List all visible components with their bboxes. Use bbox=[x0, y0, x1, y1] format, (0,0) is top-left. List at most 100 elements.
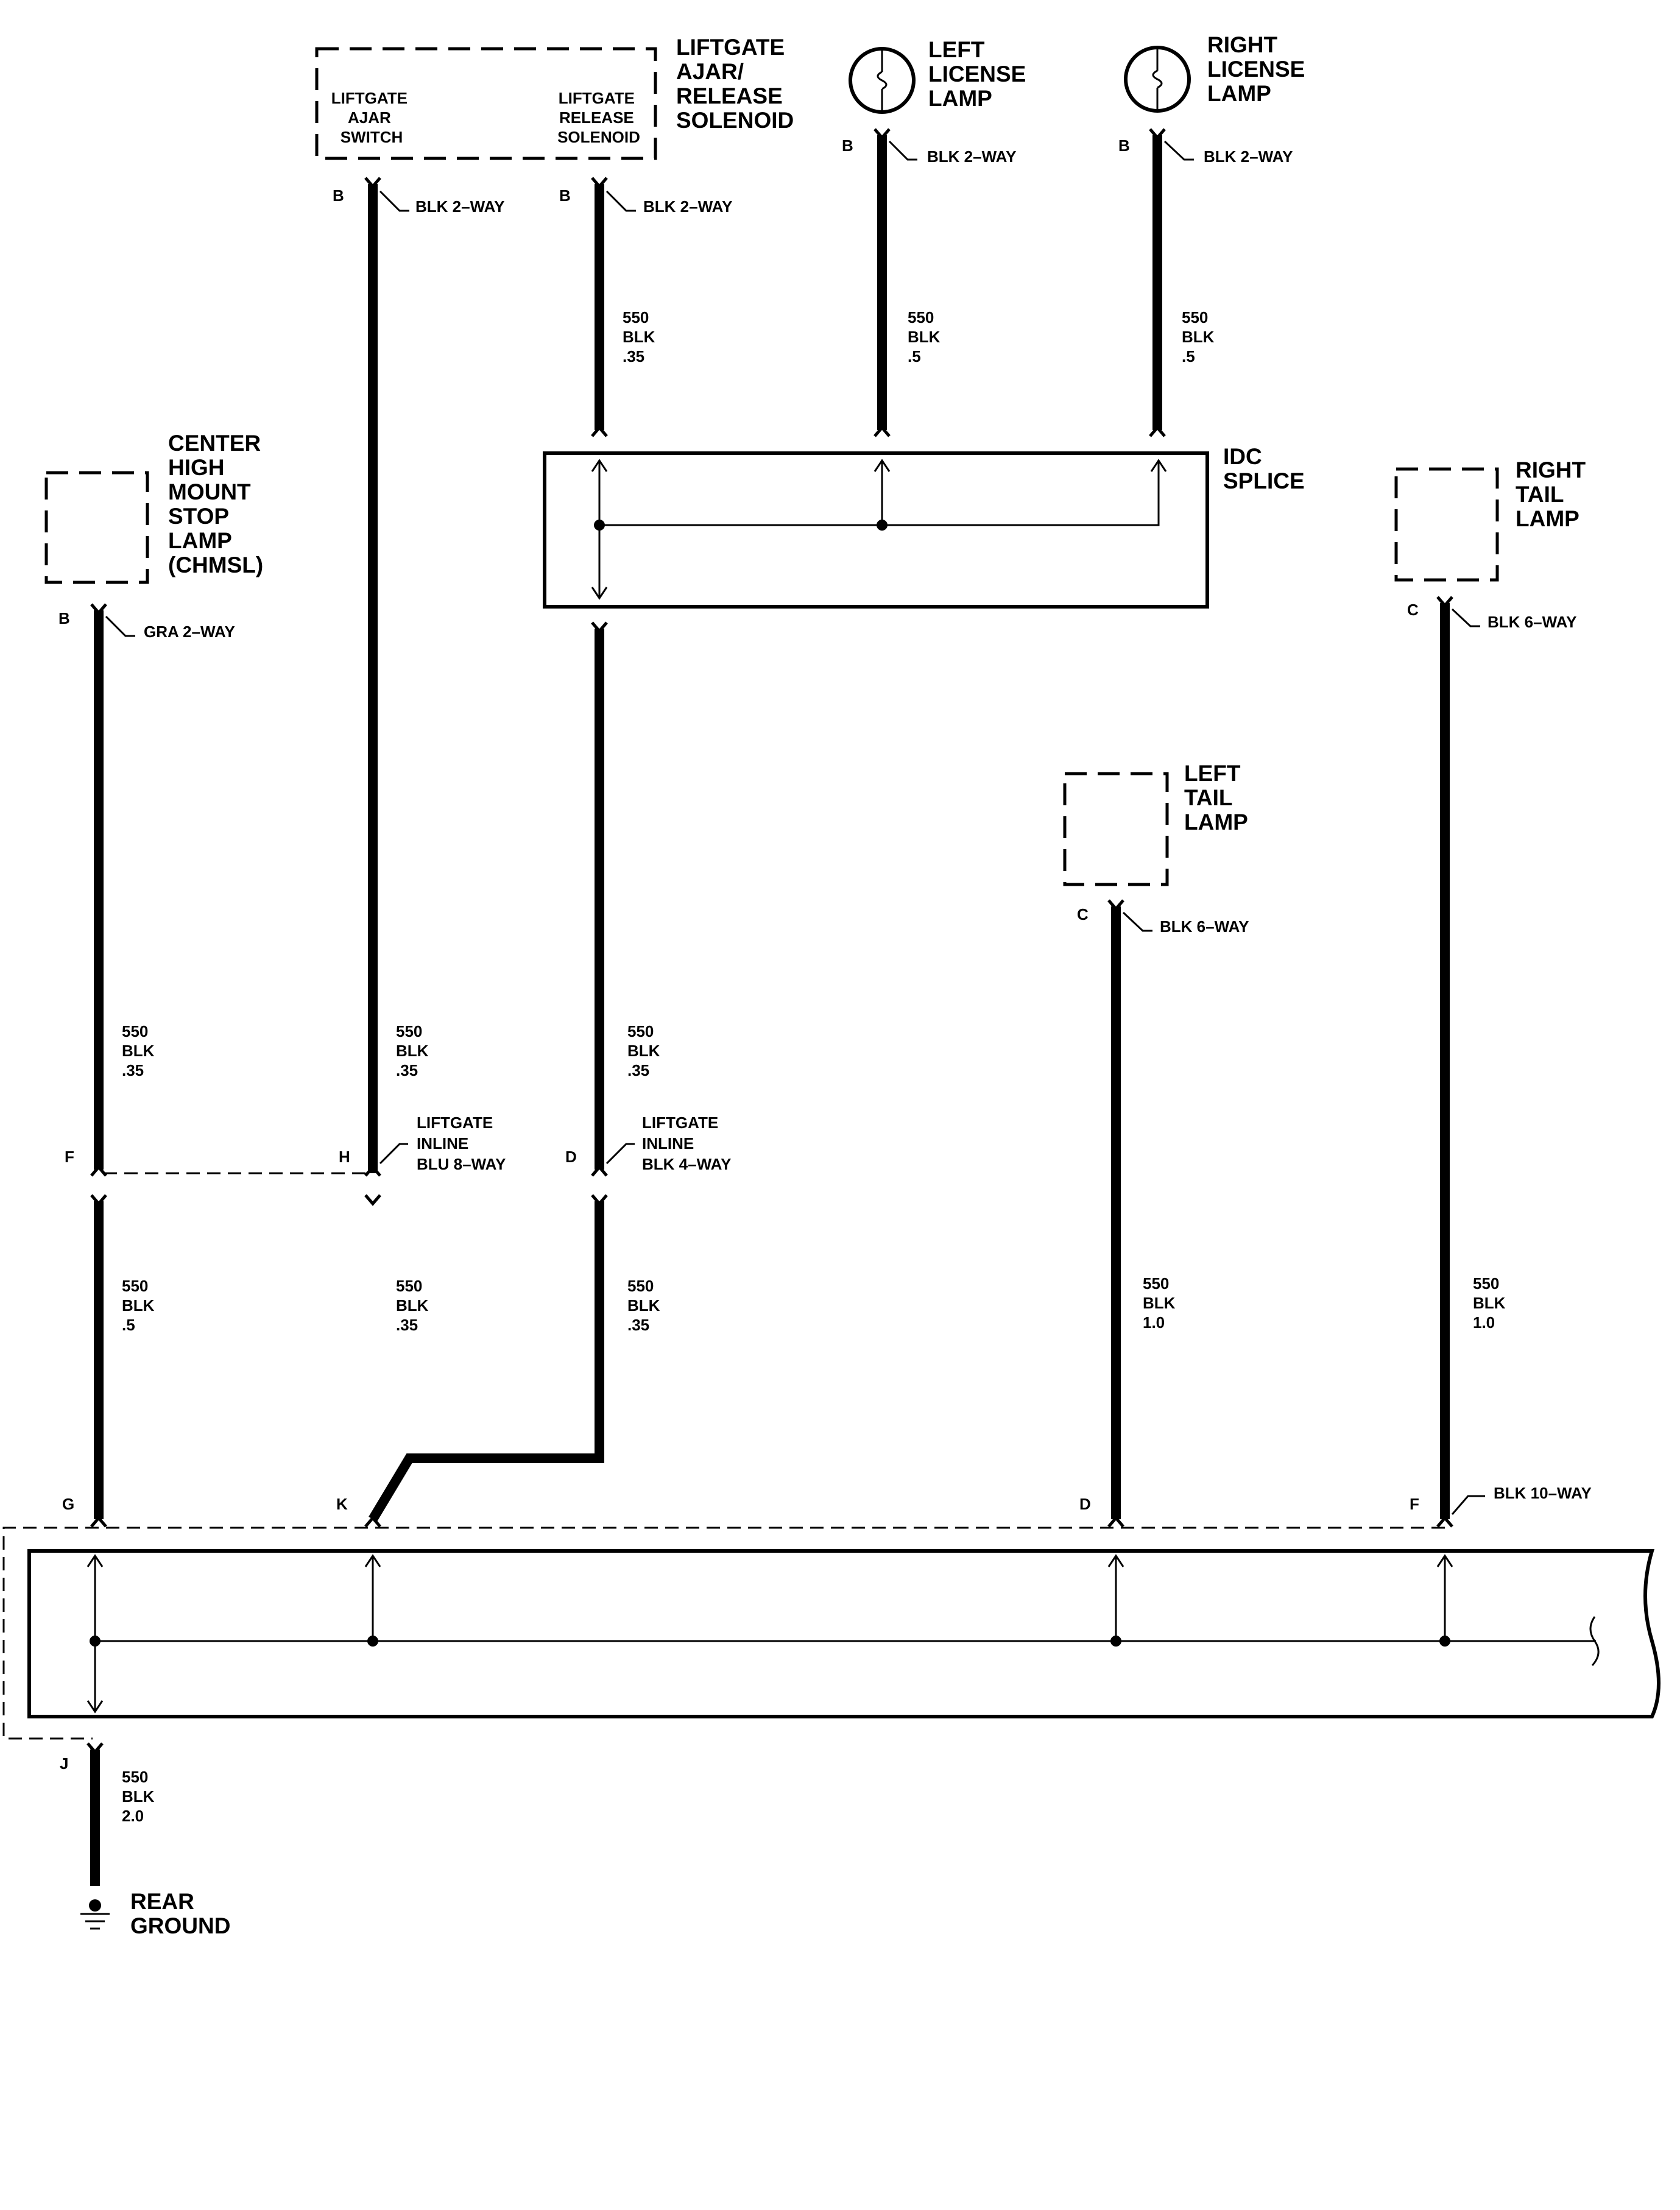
leader-line bbox=[379, 190, 409, 212]
leader-line bbox=[888, 140, 917, 161]
pin-letter: H bbox=[339, 1148, 350, 1166]
pin-letter: D bbox=[1079, 1495, 1091, 1513]
connector-mark bbox=[1438, 597, 1452, 605]
chmsl-lamp: CENTER HIGH MOUNT STOP LAMP (CHMSL) bbox=[44, 431, 267, 584]
left-tail-lamp: LEFT TAIL LAMP bbox=[1063, 761, 1248, 886]
bottom-splice-node bbox=[1439, 1636, 1450, 1647]
pin-letter: J bbox=[60, 1754, 68, 1773]
wire-label: 550 BLK .5 bbox=[1182, 308, 1219, 365]
right-license-bulb-icon bbox=[1124, 46, 1191, 113]
leader-line bbox=[1451, 1495, 1485, 1515]
idc-splice-node bbox=[594, 520, 605, 531]
leader-line bbox=[1122, 911, 1152, 932]
rear-ground: REAR GROUND bbox=[80, 1889, 230, 1938]
pin-letter: B bbox=[842, 136, 853, 155]
pin-letter: B bbox=[333, 186, 344, 205]
pin-letter: C bbox=[1407, 601, 1419, 619]
left-tail-outline bbox=[1063, 772, 1169, 886]
wire-label: 550 BLK 1.0 bbox=[1473, 1274, 1510, 1332]
connector-label: BLK 6–WAY bbox=[1160, 917, 1249, 936]
connector-mark bbox=[592, 178, 607, 186]
connector-mark bbox=[91, 1167, 106, 1176]
leader-line bbox=[605, 1143, 635, 1165]
chmsl-title: CENTER HIGH MOUNT STOP LAMP (CHMSL) bbox=[168, 431, 267, 577]
connector-mark bbox=[592, 623, 607, 631]
bottom-splice-node bbox=[367, 1636, 378, 1647]
connector-labels: BLK 2–WAY BLK 2–WAY BLK 2–WAY BLK 2–WAY … bbox=[105, 140, 1592, 1515]
wire-label: 550 BLK 2.0 bbox=[122, 1768, 159, 1825]
wire-label: 550 BLK .35 bbox=[627, 1277, 665, 1334]
connector-label: BLK 10–WAY bbox=[1494, 1484, 1592, 1502]
leader-line bbox=[379, 1143, 408, 1165]
left-license-bulb-icon bbox=[849, 47, 916, 114]
bottom-splice-node bbox=[90, 1636, 101, 1647]
left-license-filament-icon bbox=[877, 50, 888, 111]
pin-letter: F bbox=[65, 1148, 74, 1166]
pin-letter: B bbox=[559, 186, 571, 205]
idc-splice-node bbox=[877, 520, 888, 531]
bottom-splice-node bbox=[1110, 1636, 1121, 1647]
connector-label: GRA 2–WAY bbox=[144, 623, 235, 641]
connector-label: BLK 6–WAY bbox=[1488, 613, 1576, 631]
pin-letter: C bbox=[1077, 905, 1089, 923]
pin-letter: D bbox=[565, 1148, 577, 1166]
idc-splice-arrows bbox=[591, 459, 1167, 600]
connector-mark bbox=[1438, 1518, 1452, 1527]
liftgate-module-title: LIFTGATE AJAR/ RELEASE SOLENOID bbox=[676, 35, 794, 133]
connector-label: BLK 2–WAY bbox=[927, 147, 1016, 166]
idc-splice-outline bbox=[543, 451, 1209, 609]
bottom-connector-outline bbox=[2, 1527, 1445, 1740]
connector-mark bbox=[365, 1195, 380, 1204]
connector-label: BLK 2–WAY bbox=[415, 197, 504, 216]
wire-label: 550 BLK .35 bbox=[396, 1022, 433, 1079]
liftgate-switch-label: LIFTGATE AJAR SWITCH bbox=[331, 89, 412, 146]
rear-ground-title: REAR GROUND bbox=[130, 1889, 230, 1938]
connector-mark bbox=[88, 1743, 102, 1752]
connector-label: BLK 2–WAY bbox=[1204, 147, 1293, 166]
idc-splice: IDC SPLICE bbox=[543, 444, 1305, 609]
wire-label: 550 BLK .35 bbox=[122, 1022, 159, 1079]
pin-letter: K bbox=[336, 1495, 348, 1513]
pin-letter: B bbox=[58, 609, 70, 627]
connector-label: BLK 2–WAY bbox=[643, 197, 732, 216]
bottom-splice-bus bbox=[94, 1557, 1596, 1710]
leader-line bbox=[1451, 608, 1480, 627]
liftgate-solenoid-label: LIFTGATE RELEASE SOLENOID bbox=[557, 89, 640, 146]
leader-line bbox=[605, 190, 636, 212]
liftgate-module-outline bbox=[315, 47, 657, 160]
bottom-harness bbox=[2, 1527, 1661, 1740]
connector-mark bbox=[875, 129, 889, 138]
wire-label: 550 BLK .35 bbox=[627, 1022, 665, 1079]
wires bbox=[90, 135, 1450, 1886]
bottom-splice-outline bbox=[27, 1549, 1661, 1718]
right-license-lamp-title: RIGHT LICENSE LAMP bbox=[1207, 32, 1311, 106]
right-tail-lamp: RIGHT TAIL LAMP bbox=[1394, 457, 1586, 582]
wire-labels: 550 BLK .35 550 BLK .5 550 BLK .5 550 BL… bbox=[122, 308, 1510, 1825]
bottom-splice-arrows bbox=[86, 1554, 1453, 1714]
wire-label: 550 BLK .35 bbox=[396, 1277, 433, 1334]
liftgate-ajar-release-module: LIFTGATE AJAR SWITCH LIFTGATE RELEASE SO… bbox=[315, 35, 794, 160]
connector-mark bbox=[1150, 428, 1165, 436]
bottom-splice-break-icon bbox=[1589, 1616, 1600, 1667]
connector-markers bbox=[88, 129, 1452, 1752]
left-license-lamp-title: LEFT LICENSE LAMP bbox=[928, 37, 1032, 111]
connector-mark bbox=[592, 428, 607, 436]
ground-node bbox=[89, 1899, 101, 1912]
connector-mark bbox=[91, 1195, 106, 1204]
right-tail-outline bbox=[1394, 467, 1499, 582]
left-tail-lamp-title: LEFT TAIL LAMP bbox=[1184, 761, 1248, 835]
connector-mark bbox=[91, 1518, 106, 1527]
wire-label: 550 BLK .5 bbox=[908, 308, 945, 365]
connector-mark bbox=[592, 1195, 607, 1204]
connector-mark bbox=[91, 604, 106, 613]
leader-line bbox=[1163, 140, 1194, 161]
connector-mark bbox=[592, 1167, 607, 1176]
wire-label: 550 BLK .5 bbox=[122, 1277, 159, 1334]
connector-label: LIFTGATE INLINE BLU 8–WAY bbox=[417, 1114, 506, 1173]
connector-mark bbox=[1150, 129, 1165, 138]
right-license-lamp: RIGHT LICENSE LAMP bbox=[1124, 32, 1311, 113]
pin-letter: B bbox=[1118, 136, 1130, 155]
connector-mark bbox=[1109, 900, 1123, 909]
idc-splice-title: IDC SPLICE bbox=[1223, 444, 1305, 493]
